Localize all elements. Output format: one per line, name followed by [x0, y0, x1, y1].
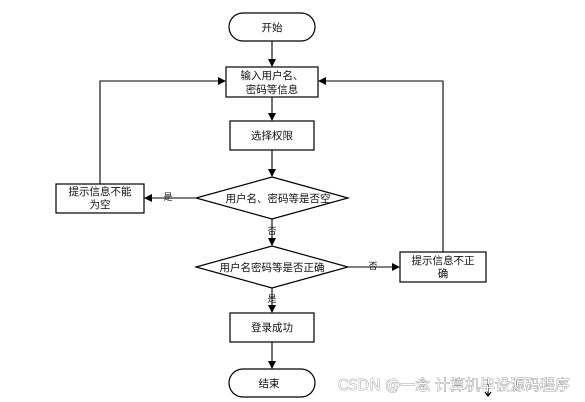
edge-label-yes-correct: 是 — [267, 294, 276, 305]
start-label: 开始 — [262, 21, 283, 34]
edge-prompt-empty-loop — [99, 77, 226, 184]
prompt-empty-label-line2: 为空 — [90, 198, 111, 211]
prompt-empty-node: 提示信息不能 为空 — [55, 183, 145, 214]
select-role-label: 选择权限 — [251, 129, 293, 142]
check-correct-decision: 用户名密码等是否正确 — [193, 245, 351, 289]
prompt-incorrect-label-line2: 确 — [438, 267, 449, 280]
input-info-node: 输入用户名、 密码等信息 — [225, 66, 319, 98]
check-correct-label: 用户名密码等是否正确 — [220, 261, 325, 274]
check-empty-decision: 用户名、密码等是否空 — [193, 176, 351, 220]
watermark: CSDN @一念 计算机毕设源码程序 — [338, 376, 570, 394]
select-role-node: 选择权限 — [229, 120, 315, 151]
edge-label-no-correct: 否 — [368, 261, 377, 272]
prompt-incorrect-node: 提示信息不正 确 — [399, 251, 487, 283]
cursor-icon — [484, 384, 492, 397]
end-node: 结束 — [228, 368, 316, 398]
prompt-empty-label-line1: 提示信息不能 — [69, 185, 132, 198]
input-info-label-line1: 输入用户名、 — [241, 69, 304, 82]
login-success-node: 登录成功 — [229, 312, 315, 343]
edge-label-no-empty: 否 — [267, 226, 276, 237]
login-success-label: 登录成功 — [251, 321, 293, 334]
input-info-label-line2: 密码等信息 — [246, 83, 299, 96]
end-label: 结束 — [259, 377, 280, 390]
check-empty-label: 用户名、密码等是否空 — [226, 192, 331, 205]
start-node: 开始 — [228, 12, 316, 42]
edge-prompt-incorrect-loop — [318, 77, 444, 252]
edge-label-yes-empty: 是 — [163, 192, 172, 203]
prompt-incorrect-label-line1: 提示信息不正 — [412, 254, 475, 267]
